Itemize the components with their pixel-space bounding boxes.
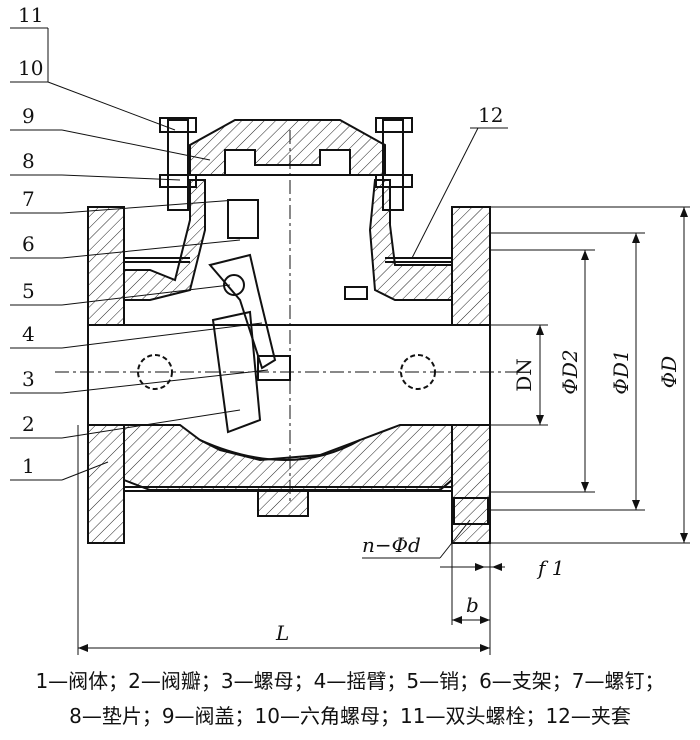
pin — [223, 274, 245, 296]
part-label-7: 7 — [22, 187, 35, 211]
right-lower-flange — [451, 424, 491, 544]
left-hex-nut — [159, 117, 197, 133]
right-hex-nut — [375, 117, 413, 133]
rocker-arm — [208, 253, 277, 370]
legend-line-1: 1—阀体；2—阀瓣；3—螺母；4—摇臂；5—销；6—支架；7—螺钉； — [35, 669, 665, 693]
dim-label-d: ΦD — [657, 356, 681, 388]
left-port — [137, 354, 173, 390]
bonnet — [189, 119, 386, 176]
valve-cross-section-drawing: 11 10 9 8 7 6 5 4 3 2 1 12 DN ΦD2 ΦD1 ΦD… — [10, 3, 690, 655]
right-stud-bolt — [382, 119, 404, 211]
dim-label-d1: ΦD1 — [609, 349, 633, 394]
right-hex-nut-lower — [375, 174, 413, 188]
lower-body-wall — [123, 424, 453, 491]
left-hex-nut-lower — [159, 174, 197, 188]
part-label-6: 6 — [22, 232, 35, 256]
dim-label-dn: DN — [512, 358, 536, 392]
part-label-4: 4 — [22, 322, 35, 346]
upper-body-wall — [123, 179, 206, 301]
left-lower-flange — [87, 424, 125, 544]
dim-label-l: L — [275, 621, 289, 645]
part-label-10: 10 — [18, 56, 43, 80]
jacket-stub — [344, 286, 368, 300]
dim-label-b: b — [466, 593, 479, 617]
part-label-3: 3 — [22, 367, 35, 391]
part-label-9: 9 — [22, 104, 35, 128]
part-label-2: 2 — [22, 412, 35, 436]
drain-boss — [257, 489, 309, 517]
left-upper-flange — [87, 206, 125, 326]
part-label-5: 5 — [22, 279, 35, 303]
left-stud-bolt — [167, 119, 189, 211]
dim-label-holes: n−Φd — [362, 533, 421, 557]
dim-label-f1: f 1 — [536, 556, 564, 580]
part-label-12: 12 — [478, 103, 503, 127]
flange-bolt-hole — [453, 497, 489, 525]
right-upper-flange — [451, 206, 491, 326]
part-label-8: 8 — [22, 149, 35, 173]
part-label-11: 11 — [18, 3, 43, 27]
bracket — [227, 199, 259, 239]
valve-body — [87, 119, 491, 544]
dim-label-d2: ΦD2 — [558, 349, 582, 394]
valve-disc — [211, 310, 262, 434]
part-label-1: 1 — [22, 454, 35, 478]
legend-line-2: 8—垫片；9—阀盖；10—六角螺母；11—双头螺栓；12—夹套 — [69, 704, 631, 728]
